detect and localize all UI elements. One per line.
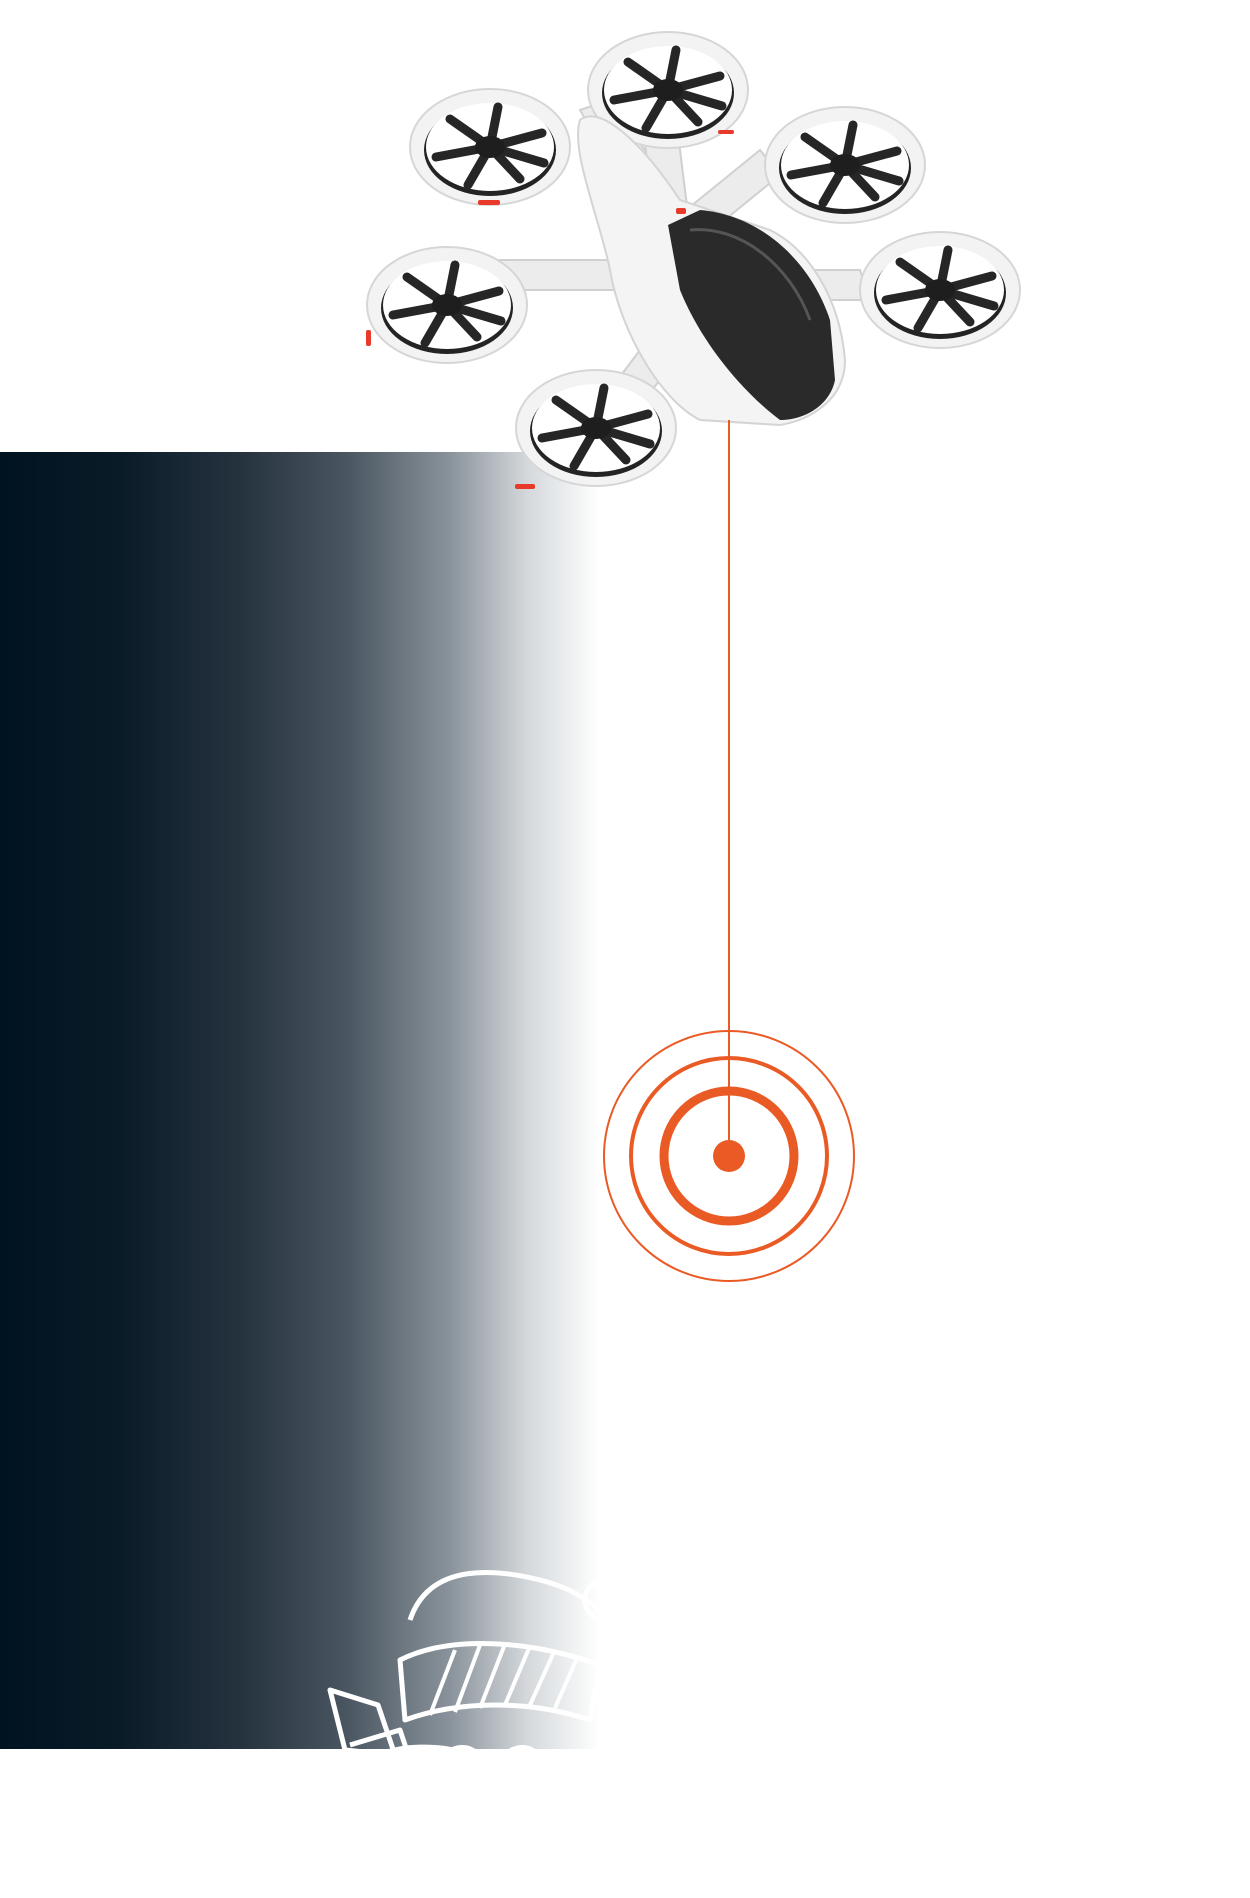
rotor-rear-left — [410, 89, 570, 205]
rotor-front — [516, 370, 676, 486]
rotor-mid-right — [860, 232, 1020, 348]
target-marker-icon — [603, 1030, 855, 1282]
rotor-mid-left — [367, 247, 527, 363]
character-outline-icon — [327, 1569, 628, 1761]
gradient-panel — [0, 452, 600, 1749]
hexacopter-drone-icon — [366, 32, 1020, 489]
rotor-rear-right — [765, 107, 925, 223]
